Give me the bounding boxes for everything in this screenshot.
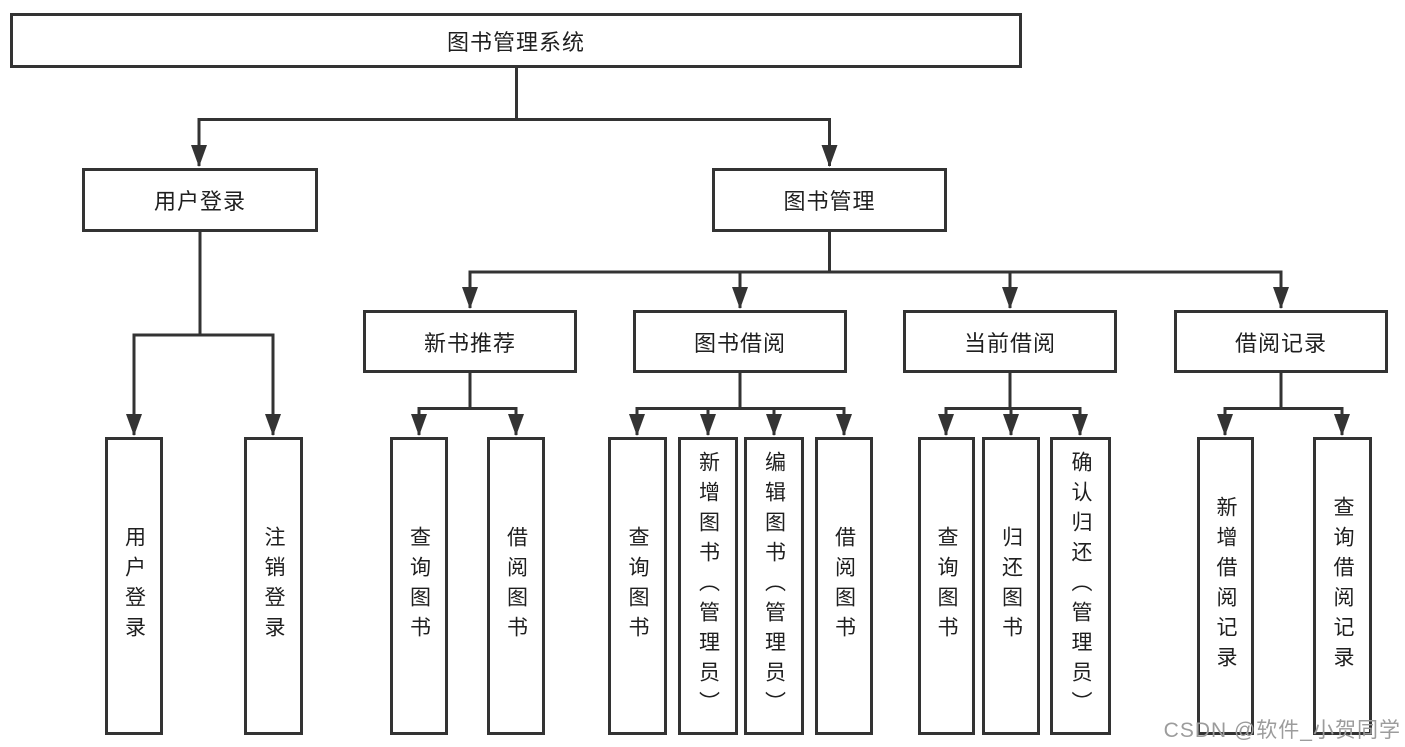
node-user-login: 用户登录 <box>82 168 318 232</box>
node-book-management: 图书管理 <box>712 168 947 232</box>
node-label: 图书管理系统 <box>446 29 585 55</box>
node-library-system: 图书管理系统 <box>10 13 1022 68</box>
leaf-label: 确认归还（管理员） <box>1069 451 1092 721</box>
leaf-query-books-2: 查询图书 <box>608 437 667 735</box>
node-label: 当前借阅 <box>963 330 1056 356</box>
leaf-label: 用户登录 <box>122 526 146 646</box>
node-book-borrowing: 图书借阅 <box>633 310 847 373</box>
node-label: 图书借阅 <box>693 330 786 356</box>
leaf-label: 新增图书（管理员） <box>696 451 720 721</box>
csdn-watermark: CSDN @软件_小贺同学 <box>1163 719 1401 742</box>
leaf-query-books-3: 查询图书 <box>918 437 975 735</box>
leaf-label: 注销登录 <box>262 526 285 646</box>
leaf-confirm-return-admin: 确认归还（管理员） <box>1050 437 1111 735</box>
leaf-label: 编辑图书（管理员） <box>762 451 786 721</box>
node-label: 用户登录 <box>153 189 246 214</box>
leaf-query-borrow-record: 查询借阅记录 <box>1313 437 1372 735</box>
leaf-label: 归还图书 <box>999 526 1023 646</box>
leaf-label: 查询图书 <box>935 526 958 646</box>
leaf-add-books-admin: 新增图书（管理员） <box>678 437 738 735</box>
leaf-return-books: 归还图书 <box>982 437 1040 735</box>
leaf-edit-books-admin: 编辑图书（管理员） <box>744 437 804 735</box>
leaf-query-books-1: 查询图书 <box>390 437 448 735</box>
node-label: 借阅记录 <box>1234 330 1327 356</box>
leaf-user-login: 用户登录 <box>105 437 163 735</box>
leaf-logout: 注销登录 <box>244 437 303 735</box>
node-current-borrowing: 当前借阅 <box>903 310 1117 373</box>
leaf-label: 借阅图书 <box>504 526 528 646</box>
leaf-label: 查询图书 <box>626 526 649 646</box>
node-label: 图书管理 <box>783 189 876 214</box>
leaf-borrow-books-1: 借阅图书 <box>487 437 545 735</box>
leaf-borrow-books-2: 借阅图书 <box>815 437 873 735</box>
node-borrowing-records: 借阅记录 <box>1174 310 1388 373</box>
leaf-label: 查询借阅记录 <box>1331 496 1354 676</box>
node-label: 新书推荐 <box>423 330 516 356</box>
node-new-book-recommend: 新书推荐 <box>363 310 577 373</box>
leaf-label: 新增借阅记录 <box>1214 496 1237 676</box>
leaf-label: 查询图书 <box>407 526 431 646</box>
leaf-add-borrow-record: 新增借阅记录 <box>1197 437 1254 735</box>
leaf-label: 借阅图书 <box>832 526 856 646</box>
